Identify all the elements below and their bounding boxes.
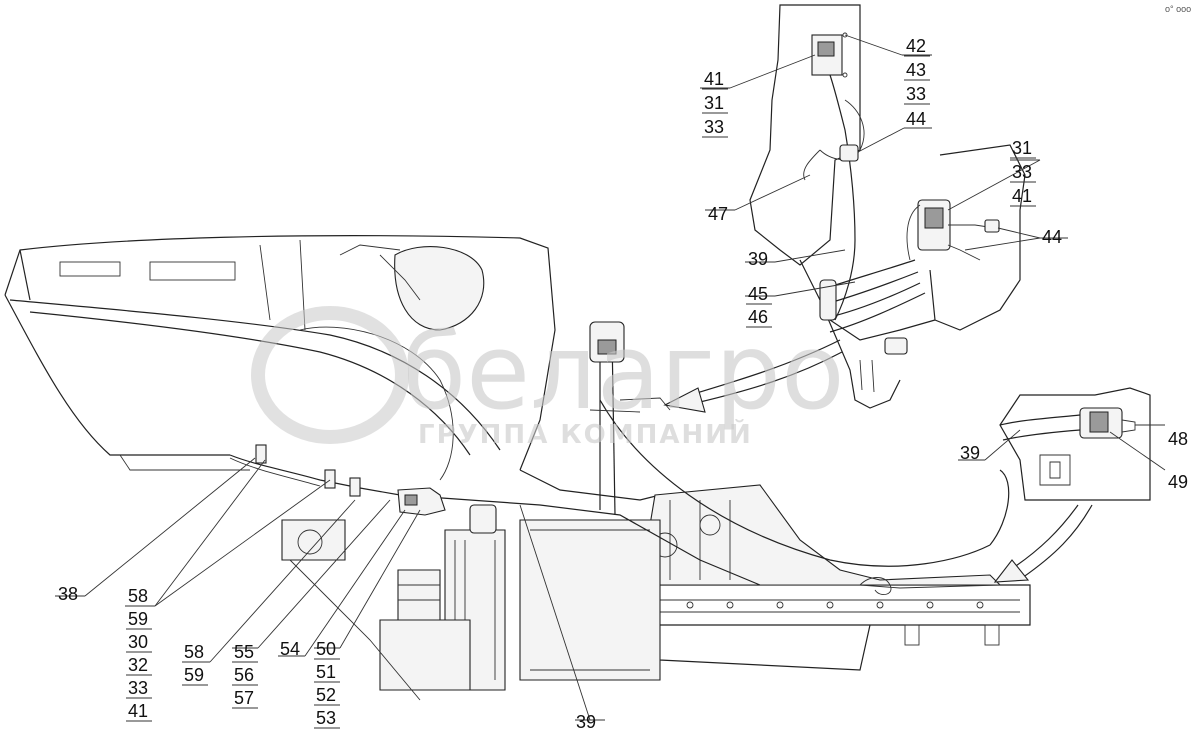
- callout-31: 31: [1012, 138, 1032, 158]
- callout-54: 54: [280, 639, 300, 659]
- callout-45: 45: [748, 284, 768, 304]
- callout-42: 42: [906, 36, 926, 56]
- callout-58: 58: [184, 642, 204, 662]
- callout-underlines: [126, 55, 1036, 729]
- callout-30: 30: [128, 632, 148, 652]
- callout-49: 49: [1168, 472, 1188, 492]
- connector-inset: [999, 387, 1151, 501]
- watermark-subtitle: ГРУППА КОМПАНИЙ: [418, 418, 753, 450]
- callout-33: 33: [704, 117, 724, 137]
- callout-59: 59: [128, 609, 148, 629]
- callout-47: 47: [708, 204, 728, 224]
- callout-43: 43: [906, 60, 926, 80]
- callout-46: 46: [748, 307, 768, 327]
- pointer-arrow-frame: [993, 504, 1093, 583]
- watermark-logo: белагро ГРУППА КОМПАНИЙ: [251, 306, 845, 450]
- callout-39: 39: [960, 443, 980, 463]
- wiring-harness-vertical: [589, 321, 671, 516]
- callout-41: 41: [128, 701, 148, 721]
- callout-51: 51: [316, 662, 336, 682]
- callout-labels: 42 43 33 41 31 33 44 31 33 41 47 44 39 4…: [58, 36, 1188, 732]
- watermark-ring-icon: [251, 306, 409, 444]
- callout-48: 48: [1168, 429, 1188, 449]
- callout-52: 52: [316, 685, 336, 705]
- frame-holes: [686, 601, 984, 609]
- callout-38: 38: [58, 584, 78, 604]
- pointer-arrow-cab: [663, 339, 843, 413]
- filter-assembly: [281, 519, 471, 701]
- callout-59: 59: [184, 665, 204, 685]
- callout-41: 41: [1012, 186, 1032, 206]
- callout-44: 44: [1042, 227, 1062, 247]
- callout-31: 31: [704, 93, 724, 113]
- fuel-tank: [444, 504, 661, 691]
- callout-33: 33: [128, 678, 148, 698]
- callout-33: 33: [906, 84, 926, 104]
- callout-53: 53: [316, 708, 336, 728]
- callout-50: 50: [316, 639, 336, 659]
- watermark-logo-text: белагро: [402, 311, 845, 433]
- callout-33: 33: [1012, 162, 1032, 182]
- callout-57: 57: [234, 688, 254, 708]
- tractor-cab-outline: [4, 235, 556, 481]
- leader-lines: [55, 34, 1166, 721]
- callout-39: 39: [576, 712, 596, 732]
- callout-39: 39: [748, 249, 768, 269]
- cab-interior-inset: [749, 4, 1026, 409]
- callout-41: 41: [704, 69, 724, 89]
- callout-55: 55: [234, 642, 254, 662]
- callout-44: 44: [906, 109, 926, 129]
- wiring-harness-main: [229, 444, 1001, 596]
- callout-56: 56: [234, 665, 254, 685]
- callout-32: 32: [128, 655, 148, 675]
- callout-58: 58: [128, 586, 148, 606]
- corner-mark: o° ooo: [1165, 4, 1191, 14]
